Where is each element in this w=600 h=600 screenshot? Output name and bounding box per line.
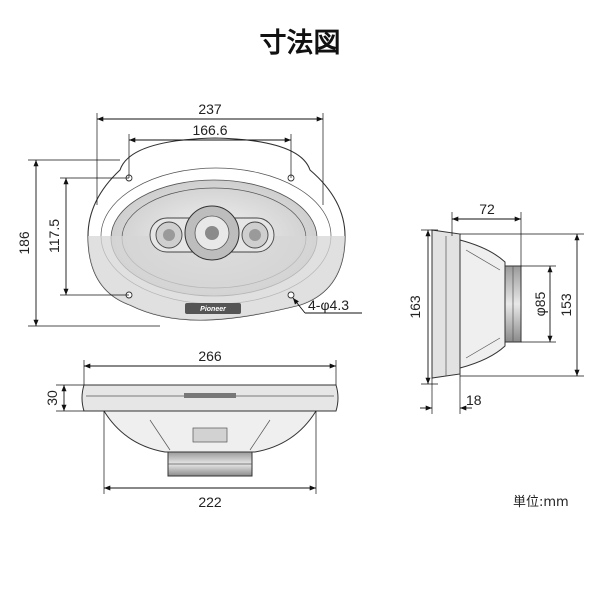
left-tweeter-dome bbox=[163, 229, 175, 241]
terminal-block bbox=[192, 427, 228, 443]
cutaway-shade bbox=[88, 236, 345, 320]
center-cap bbox=[205, 226, 219, 240]
dim-side-height: 163 bbox=[407, 295, 423, 319]
brand-plate bbox=[185, 303, 241, 314]
dim-side-magnet-diameter: φ85 bbox=[532, 291, 548, 316]
unit-label: 単位:mm bbox=[513, 494, 569, 510]
front-view: Pioneer 237 166.6 186 117.5 4-φ4.3 bbox=[16, 101, 362, 327]
bottom-view: 266 30 222 bbox=[44, 348, 339, 510]
dim-bottom-inner-width: 222 bbox=[198, 494, 222, 510]
side-basket bbox=[459, 239, 506, 369]
page-title: 寸法図 bbox=[260, 28, 341, 59]
basket-rib bbox=[465, 337, 501, 359]
dim-side-flange: 18 bbox=[466, 392, 482, 408]
hole-leader bbox=[292, 297, 306, 314]
bottom-logo-strip bbox=[184, 393, 236, 398]
dim-front-width: 237 bbox=[198, 101, 222, 117]
side-view: 72 163 φ85 153 18 bbox=[407, 201, 584, 414]
dim-bottom-width: 266 bbox=[198, 348, 222, 364]
brand-logo: Pioneer bbox=[200, 306, 227, 313]
hole-spec-label: 4-φ4.3 bbox=[308, 297, 349, 313]
basket-rib bbox=[149, 419, 171, 451]
dim-bottom-height: 30 bbox=[44, 390, 60, 406]
mount-hole-bottom-right bbox=[287, 291, 295, 299]
basket-rib bbox=[249, 419, 271, 451]
dim-front-mount-height: 117.5 bbox=[46, 219, 62, 253]
basket-rib bbox=[465, 249, 501, 271]
dim-front-height: 186 bbox=[16, 231, 32, 255]
dim-side-depth: 72 bbox=[479, 201, 495, 217]
dim-front-mount-width: 166.6 bbox=[192, 122, 227, 138]
dim-side-frame-height: 153 bbox=[558, 293, 574, 317]
right-tweeter-dome bbox=[249, 229, 261, 241]
